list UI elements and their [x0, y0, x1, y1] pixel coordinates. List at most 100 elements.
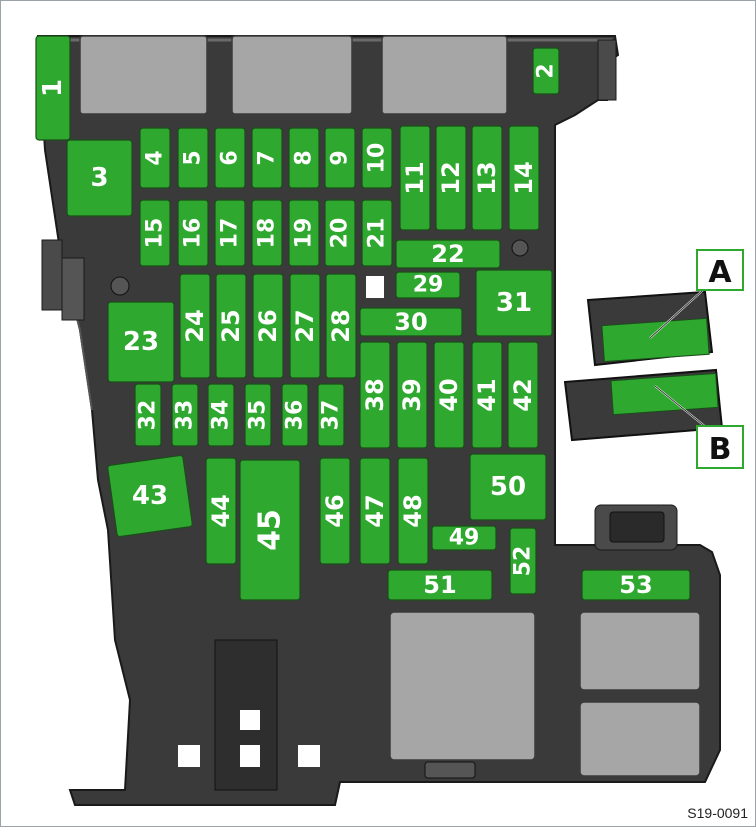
fuse-47-label: 47	[361, 494, 389, 527]
fuse-39: 39	[396, 341, 428, 449]
fuse-27-body	[289, 273, 321, 379]
callout-b: B	[696, 425, 744, 469]
fuse-43-label: 43	[132, 481, 168, 511]
fuse-5-body	[177, 127, 209, 189]
fuse-41: 41	[471, 341, 503, 449]
fuse-21-label: 21	[365, 218, 390, 249]
fuse-33: 33	[171, 383, 199, 447]
fuse-39-body	[396, 341, 428, 449]
fuse-49: 49	[431, 525, 497, 551]
fuse-2-body	[532, 47, 560, 95]
fuse-22-body	[395, 239, 501, 269]
fuse-51: 51	[387, 569, 493, 601]
fuse-27: 27	[289, 273, 321, 379]
fuse-10-body	[361, 127, 393, 189]
fuse-42-label: 42	[509, 378, 537, 411]
fuse-29-label: 29	[413, 273, 444, 298]
fuse-35-label: 35	[246, 400, 271, 431]
fuse-3: 3	[66, 139, 133, 217]
fuse-6: 6	[214, 127, 246, 189]
fuse-2-label: 2	[534, 63, 559, 78]
fuse-13: 13	[471, 125, 503, 231]
fuse-50-body	[469, 453, 547, 521]
fuse-50-label: 50	[490, 472, 526, 502]
fuse-17-label: 17	[218, 218, 243, 249]
fuse-53-body	[581, 569, 691, 601]
fuse-20: 20	[324, 199, 356, 267]
fuse-32: 32	[134, 383, 162, 447]
fuse-16: 16	[177, 199, 209, 267]
fuse-6-body	[214, 127, 246, 189]
fuse-1-label: 1	[38, 79, 68, 97]
fuse-15-body	[139, 199, 171, 267]
fuse-12: 12	[435, 125, 467, 231]
fuse-4-body	[139, 127, 171, 189]
fuse-38-body	[359, 341, 391, 449]
fuse-24: 24	[179, 273, 211, 379]
fuse-22: 22	[395, 239, 501, 269]
fuse-53-label: 53	[619, 571, 652, 599]
fuse-11-body	[399, 125, 431, 231]
fuse-26-body	[252, 273, 284, 379]
fuse-40: 40	[433, 341, 465, 449]
fuse-7-label: 7	[255, 150, 280, 165]
fuse-21: 21	[361, 199, 393, 267]
fuse-14-label: 14	[510, 161, 538, 194]
relay	[389, 611, 536, 761]
fuse-46-label: 46	[321, 494, 349, 527]
fuse-25-label: 25	[217, 309, 245, 342]
fuse-44: 44	[205, 457, 237, 565]
fuse-36: 36	[281, 383, 309, 447]
fuse-18: 18	[251, 199, 283, 267]
fuse-45: 45	[239, 459, 301, 601]
fuse-34-body	[207, 383, 235, 447]
callout-b-label: B	[709, 432, 732, 467]
fuse-48-body	[397, 457, 429, 565]
fuse-32-body	[134, 383, 162, 447]
fuse-47: 47	[359, 457, 391, 565]
fuse-36-label: 36	[283, 400, 308, 431]
fuse-28-body	[325, 273, 357, 379]
fuse-20-body	[324, 199, 356, 267]
fuse-25-body	[215, 273, 247, 379]
fuse-13-label: 13	[473, 161, 501, 194]
fuse-6-label: 6	[218, 150, 243, 165]
figure-code: S19-0091	[687, 805, 748, 821]
fuse-40-body	[433, 341, 465, 449]
fuse-34: 34	[207, 383, 235, 447]
fuse-52: 52	[509, 527, 537, 595]
fuse-37: 37	[317, 383, 345, 447]
fuse-46: 46	[319, 457, 351, 565]
fuse-28-label: 28	[327, 309, 355, 342]
fuse-19-body	[288, 199, 320, 267]
fuse-25: 25	[215, 273, 247, 379]
fuse-35-body	[244, 383, 272, 447]
fuse-46-body	[319, 457, 351, 565]
separate-fuse-holders	[563, 281, 724, 442]
fuse-14-body	[508, 125, 540, 231]
fuse-43-body	[107, 454, 193, 538]
relay	[231, 35, 353, 115]
fuse-40-label: 40	[435, 378, 463, 411]
fuse-37-body	[317, 383, 345, 447]
fuse-26-label: 26	[254, 309, 282, 342]
fuse-8-label: 8	[292, 150, 317, 165]
fuse-4-label: 4	[143, 150, 168, 165]
fuse-45-body	[239, 459, 301, 601]
fuse-34-label: 34	[209, 400, 234, 431]
fuse-37-label: 37	[319, 400, 344, 431]
fuse-30-label: 30	[394, 308, 427, 336]
fuse-49-body	[431, 525, 497, 551]
fuse-3-body	[66, 139, 133, 217]
fuse-31-label: 31	[496, 288, 532, 318]
fuse-12-body	[435, 125, 467, 231]
fuse-5: 5	[177, 127, 209, 189]
fuse-9: 9	[324, 127, 356, 189]
fuse-49-label: 49	[449, 526, 480, 551]
fuse-33-label: 33	[173, 400, 198, 431]
fuse-36-body	[281, 383, 309, 447]
fuse-52-label: 52	[511, 546, 536, 577]
fuse-5-label: 5	[181, 150, 206, 165]
fuse-52-body	[509, 527, 537, 595]
